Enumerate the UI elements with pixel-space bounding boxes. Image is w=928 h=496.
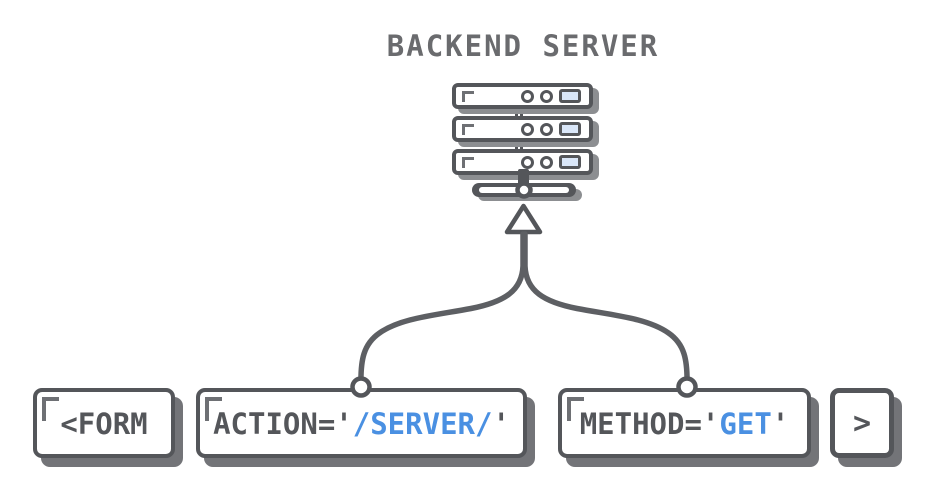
server-unit [452, 116, 593, 142]
code-text: > [853, 407, 871, 439]
led-circle-icon [521, 89, 534, 103]
code-segment: <FORM [60, 406, 148, 441]
led-panel-icon [559, 122, 581, 136]
code-text: ACTION='/SERVER/' [213, 408, 510, 439]
server-connector-tab [515, 138, 523, 153]
backend-server-icon [452, 83, 593, 203]
code-segment-highlight: GET [719, 406, 772, 441]
led-circle-icon [521, 155, 534, 169]
led-circle-icon [540, 155, 553, 169]
action-attribute-box: ACTION='/SERVER/' [196, 388, 527, 458]
led-circle-icon [540, 89, 553, 103]
branch-curve-left [358, 231, 526, 387]
code-segment: ACTION=' [213, 406, 353, 441]
method-attribute-box: METHOD='GET' [558, 388, 811, 458]
corner-bracket-icon [462, 124, 474, 135]
server-unit [452, 83, 593, 109]
server-leds [521, 155, 581, 169]
corner-bracket-icon [205, 397, 222, 421]
code-segment: ' [492, 406, 510, 441]
code-text: <FORM [60, 408, 147, 439]
led-circle-icon [540, 122, 553, 136]
page-title: BACKEND SERVER [386, 29, 660, 63]
branch-curve-right [522, 231, 690, 387]
server-connector-tab [515, 105, 523, 120]
code-segment: ' [771, 406, 790, 441]
code-segment: > [852, 406, 872, 441]
form-open-tag-box: <FORM [33, 388, 175, 458]
corner-bracket-icon [462, 91, 474, 102]
code-segment: METHOD=' [579, 406, 720, 441]
corner-bracket-icon [567, 397, 584, 421]
corner-bracket-icon [42, 397, 59, 421]
led-panel-icon [559, 155, 581, 169]
corner-bracket-icon [462, 157, 474, 168]
server-leds [521, 89, 581, 103]
code-text: METHOD='GET' [580, 408, 790, 439]
server-leds [521, 122, 581, 136]
server-unit [452, 149, 593, 175]
code-segment-highlight: /SERVER/ [352, 406, 493, 441]
led-panel-icon [559, 89, 581, 103]
up-arrow-icon [504, 203, 543, 235]
led-circle-icon [521, 122, 534, 136]
form-close-bracket-box: > [830, 388, 894, 458]
